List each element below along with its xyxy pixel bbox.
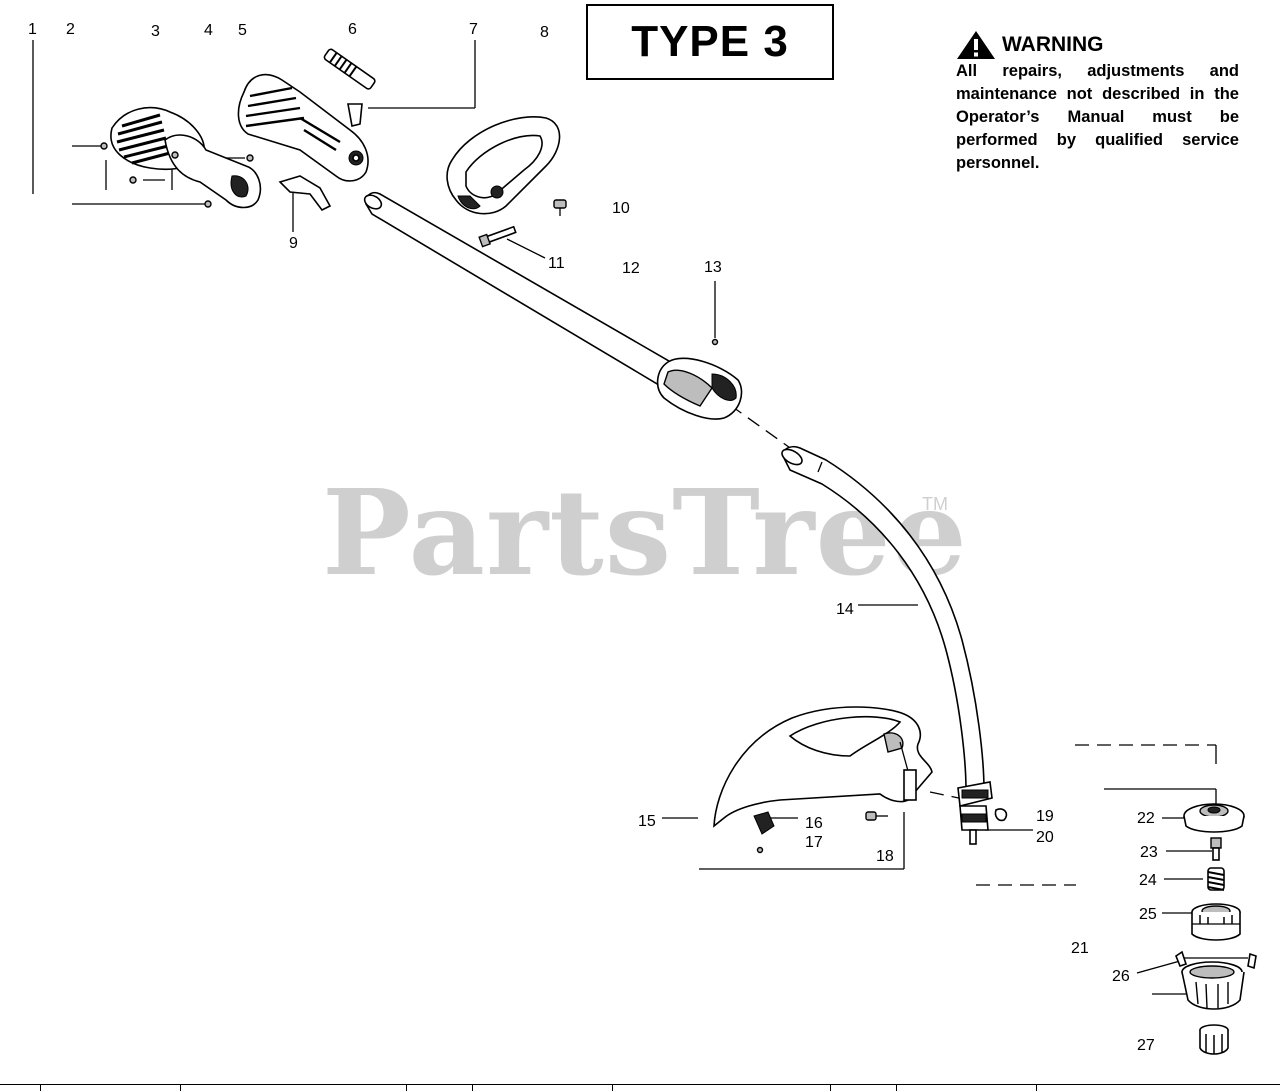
spark-plug-part [323,48,376,90]
callout-6: 6 [348,21,357,38]
bottom-tick [180,1084,181,1091]
callout-11: 11 [548,255,565,272]
upper-shaft-tube [364,191,690,396]
callout-4: 4 [204,22,213,39]
callout-12: 12 [622,260,640,277]
callout-8: 8 [540,24,549,41]
type-label-box: TYPE 3 [586,4,834,80]
head-spring-part [1207,867,1225,891]
callout-3: 3 [151,23,160,40]
callout-23: 23 [1140,844,1158,861]
bottom-tick [830,1084,831,1091]
throttle-part [278,175,332,212]
callout-24: 24 [1139,872,1157,889]
engine-cover-group [100,106,262,209]
guard-screw-part [865,811,888,821]
warning-header: WARNING [956,30,1239,60]
callout-10: 10 [612,200,630,217]
callout-18: 18 [876,848,894,865]
bottom-tick [896,1084,897,1091]
engine-block-group [237,48,376,212]
callout-27: 27 [1137,1037,1155,1054]
callout-16: 16 [805,815,823,832]
callout-22: 22 [1137,810,1155,827]
bottom-tick [406,1084,407,1091]
head-bolt-part [1210,837,1222,861]
callout-13: 13 [704,259,722,276]
bottom-tick [1036,1084,1037,1091]
bottom-rule [0,1084,1280,1085]
warning-text: All repairs, adjustments and maintenance… [956,62,1239,172]
callout-17: 17 [805,834,823,851]
engine-body-part [237,73,369,182]
handle-screw-part [553,199,567,216]
type-label: TYPE 3 [631,17,789,66]
warning-title: WARNING [1002,33,1104,56]
warning-triangle-icon [957,31,995,59]
callout-21: 21 [1071,940,1089,957]
callout-5: 5 [238,22,247,39]
callout-1: 1 [28,21,37,38]
plug-boot-part [347,103,363,127]
callout-2: 2 [66,21,75,38]
callout-numbers: 1 2 3 4 5 6 7 8 9 10 11 12 13 14 15 16 1… [28,21,1158,1054]
warning-notice: WARNING All repairs, adjustments and mai… [956,30,1239,175]
bottom-tick [40,1084,41,1091]
watermark-trademark: TM [922,494,948,514]
upper-shaft-group [363,191,743,420]
head-housing-part [1175,950,1257,1010]
callout-19: 19 [1036,808,1054,825]
leader-lines [32,40,1217,995]
curved-shaft-tube [782,445,985,791]
callout-15: 15 [638,813,656,830]
head-spool-part [1191,903,1241,941]
head-cover-part [1183,803,1245,833]
callout-14: 14 [836,601,854,618]
bottom-tick [472,1084,473,1091]
assist-handle-group [446,116,567,248]
callout-20: 20 [1036,829,1054,846]
callout-25: 25 [1139,906,1157,923]
cover-fins [116,113,171,165]
handle-bolt-part [478,225,517,248]
callout-7: 7 [469,21,478,38]
bump-knob-part [1199,1024,1229,1055]
lower-shaft-group [781,445,1008,845]
callout-9: 9 [289,235,298,252]
trimmer-head-group [1175,803,1257,1055]
cutter-blade-part [753,811,775,835]
bottom-tick [612,1084,613,1091]
guard-group [713,706,933,854]
handle-housing-part [164,134,262,209]
callout-26: 26 [1112,968,1130,985]
